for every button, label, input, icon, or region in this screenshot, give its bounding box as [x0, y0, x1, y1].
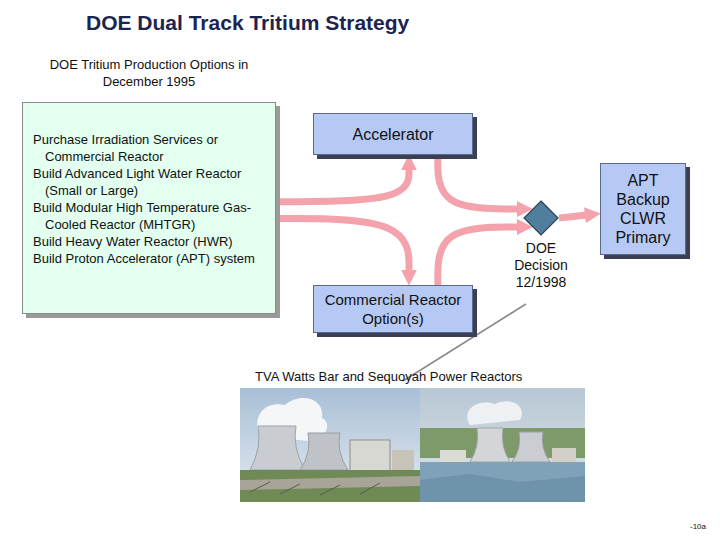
steam-cloud — [467, 401, 522, 425]
photo-sky — [240, 388, 420, 502]
flow-arrow — [276, 167, 409, 202]
option-item: Build Heavy Water Reactor (HWR) — [33, 233, 257, 250]
process-box: Accelerator — [313, 113, 473, 155]
diamond-shape — [523, 200, 559, 236]
photo-sky — [420, 388, 585, 502]
diamond-outline — [524, 201, 558, 235]
photo-water — [420, 462, 585, 502]
reactor-building — [552, 448, 576, 464]
cooling-tower — [250, 426, 305, 470]
diagram-title: DOE Dual Track Tritium Strategy — [86, 11, 409, 35]
photo-water — [420, 474, 585, 502]
reactor-building — [440, 450, 466, 464]
photo-ground — [240, 470, 420, 502]
flow-arrow — [559, 215, 588, 218]
page-number: -10a — [690, 522, 706, 531]
reactor-building — [392, 450, 414, 472]
option-item: Build Proton Accelerator (APT) system — [33, 250, 257, 267]
box-label: CLWR Primary — [605, 209, 681, 247]
panel-body: Purchase Irradiation Services or Commerc… — [22, 102, 276, 314]
flow-arrow — [438, 227, 520, 285]
box-label: APT Backup — [605, 171, 681, 209]
cooling-tower — [470, 428, 510, 462]
photo-watts-bar — [240, 388, 420, 502]
photo-caption: TVA Watts Bar and Sequoyah Power Reactor… — [255, 369, 522, 384]
flow-arrow — [438, 155, 520, 209]
panel-heading: DOE Tritium Production Options in Decemb… — [22, 56, 276, 90]
option-item: Build Advanced Light Water Reactor (Smal… — [33, 165, 257, 199]
cooling-tower — [512, 432, 550, 462]
box-label: Commercial Reactor Option(s) — [318, 290, 468, 328]
reactor-building — [350, 440, 390, 472]
cooling-tower — [300, 433, 348, 470]
process-box: APT BackupCLWR Primary — [600, 163, 686, 255]
decision-diamond: DOE Decision 12/1998 — [505, 200, 577, 291]
process-box: Commercial Reactor Option(s) — [313, 285, 473, 333]
option-item: Purchase Irradiation Services or Commerc… — [33, 131, 257, 165]
photo-sequoyah — [420, 388, 585, 502]
flow-arrow — [276, 219, 409, 273]
options-panel: DOE Tritium Production Options in Decemb… — [22, 56, 276, 314]
decision-label: DOE Decision 12/1998 — [505, 240, 577, 291]
box-label: Accelerator — [353, 125, 434, 144]
power-lines — [250, 482, 380, 495]
option-item: Build Modular High Temperature Gas-Coole… — [33, 199, 257, 233]
